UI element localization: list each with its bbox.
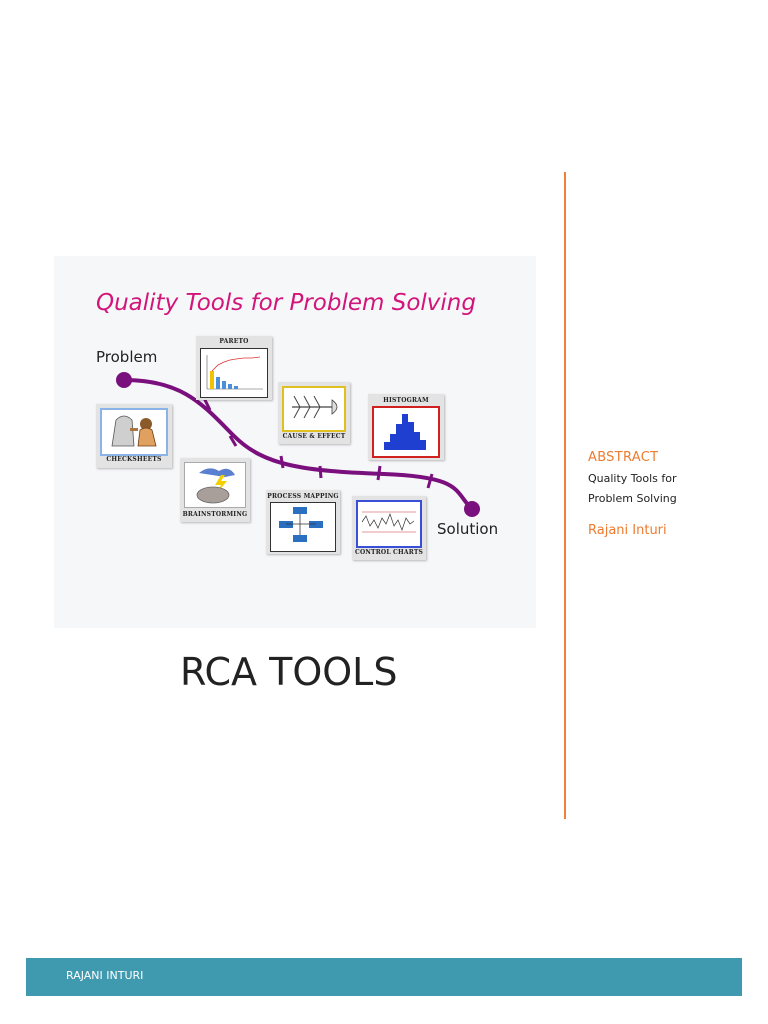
path-ticks [202, 397, 434, 489]
pareto-icon [206, 355, 263, 390]
problem-label: Problem [96, 348, 158, 366]
cause-effect-card: CAUSE & EFFECT [278, 382, 350, 444]
control-chart-icon [361, 511, 416, 533]
pareto-caption: PARETO [219, 338, 249, 345]
histogram-caption: HISTOGRAM [383, 397, 429, 404]
cover-figure: Quality Tools for Problem Solving Proble… [54, 256, 536, 628]
pareto-card: PARETO [196, 336, 272, 400]
checksheets-icon [111, 415, 157, 447]
checksheets-caption: CHECKSHEETS [106, 456, 162, 463]
problem-dot [116, 372, 132, 388]
figure-title: Quality Tools for Problem Solving [96, 290, 476, 316]
problem-solution-path [116, 372, 480, 517]
abstract-heading: ABSTRACT [588, 450, 659, 465]
sidebar-divider [564, 172, 566, 819]
solution-label: Solution [437, 520, 499, 538]
solution-dot [464, 501, 480, 517]
checksheets-card: CHECKSHEETS [96, 404, 172, 468]
flowchart-icon [279, 507, 323, 542]
footer-author: RAJANI INTURI [66, 969, 144, 982]
author-name: Rajani Inturi [588, 523, 667, 538]
fishbone-icon [292, 395, 338, 419]
abstract-text: Quality Tools for Problem Solving [588, 472, 677, 505]
brain-icon [196, 468, 235, 504]
control-charts-caption: CONTROL CHARTS [354, 549, 424, 556]
process-mapping-card: PROCESS MAPPING [266, 490, 340, 554]
control-charts-card: CONTROL CHARTS [352, 496, 426, 560]
brainstorming-card: BRAINSTORMING [180, 458, 250, 522]
footer-bar: RAJANI INTURI [26, 958, 742, 996]
brainstorming-caption: BRAINSTORMING [182, 511, 248, 518]
cause-effect-caption: CAUSE & EFFECT [282, 433, 346, 440]
document-title: RCA TOOLS [180, 650, 398, 694]
process-mapping-caption: PROCESS MAPPING [267, 493, 339, 500]
path-line [123, 378, 474, 511]
histogram-card: HISTOGRAM [368, 394, 444, 460]
histogram-icon [384, 414, 426, 450]
